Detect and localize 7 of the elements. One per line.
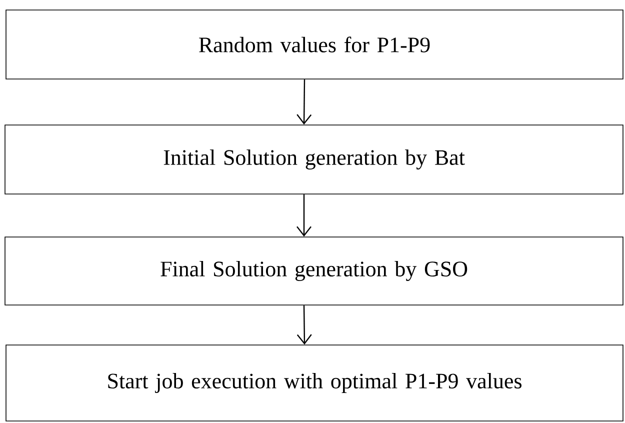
process-box: Final Solution generation by GSO	[4, 236, 624, 306]
arrow	[296, 194, 312, 237]
arrow	[296, 305, 312, 345]
arrow	[296, 79, 312, 125]
process-box: Initial Solution generation by Bat	[4, 124, 624, 194]
process-box: Random values for P1-P9	[6, 10, 624, 80]
process-box: Start job execution with optimal P1-P9 values	[6, 344, 624, 422]
